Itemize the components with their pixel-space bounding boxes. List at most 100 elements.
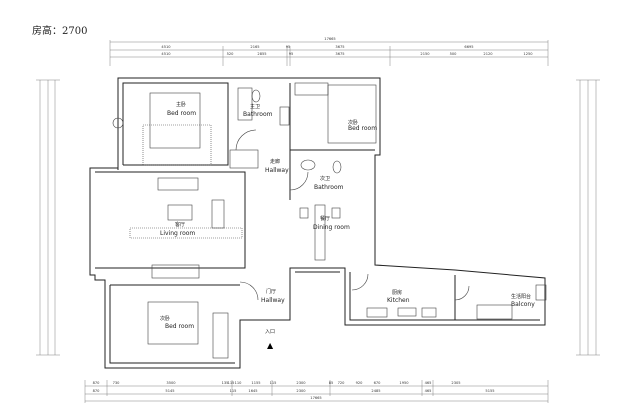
master-bathroom-label: Bathroom — [243, 111, 273, 118]
living-room-cn: 客厅 — [175, 221, 185, 228]
dim-label: 115 — [230, 389, 237, 393]
coffee-table — [167, 204, 193, 221]
kitchen-cn: 厨房 — [392, 289, 402, 296]
balcony-cn: 生活阳台 — [511, 293, 531, 300]
dining-table — [314, 204, 326, 261]
door-swing — [351, 273, 369, 291]
stove — [366, 307, 388, 318]
living-room-label: Living room — [160, 230, 195, 237]
dim-label: 2485 — [371, 389, 380, 393]
dim-top-total: 17665 — [324, 37, 335, 41]
room-height-label: 房高：2700 — [32, 26, 88, 37]
door-swing — [239, 281, 259, 301]
dim-label: 870 — [93, 381, 101, 385]
dim-label: 870 — [93, 389, 101, 393]
toilet — [251, 89, 261, 103]
rug — [142, 124, 212, 166]
rug — [129, 227, 243, 239]
dim-label: 520 — [227, 52, 235, 56]
dim-label: 95 — [286, 45, 291, 49]
dim-label: 1950 — [399, 381, 409, 385]
entrance-arrow-icon: ▲ — [267, 341, 274, 350]
dim-label: 2855 — [257, 52, 266, 56]
dim-label: 2305 — [451, 381, 460, 385]
dim-label: 3500 — [166, 381, 176, 385]
dim-label: 1155 — [251, 381, 260, 385]
dim-label: 2300 — [296, 381, 306, 385]
dim-label: 85 — [329, 381, 334, 385]
chair — [331, 207, 341, 219]
master-bedroom-label: Bed room — [167, 110, 196, 117]
room-labels: 主卧 Bed room 主卫 Bathroom 次卧 Bed room 走廊 H… — [160, 101, 535, 350]
second-bathroom-label: Bathroom — [314, 184, 344, 191]
dim-label: 670 — [374, 381, 382, 385]
dim-label: 500 — [450, 52, 458, 56]
dim-label: 2120 — [483, 52, 493, 56]
dim-label: 465 — [425, 389, 432, 393]
counter — [397, 307, 417, 317]
dim-bottom-total: 17665 — [310, 396, 321, 400]
door-swing — [454, 285, 470, 301]
bed — [147, 301, 199, 345]
entry-hall-cn: 门厅 — [266, 288, 276, 295]
dim-label: 1250 — [523, 52, 533, 56]
sink — [279, 106, 290, 126]
basin — [300, 159, 316, 171]
hallway-label: Hallway — [265, 167, 289, 174]
dim-label: 95 — [289, 52, 294, 56]
master-bed — [149, 92, 201, 149]
kitchen-sink — [421, 307, 437, 318]
dim-label: 465 — [425, 381, 432, 385]
cabinet — [294, 82, 329, 96]
door-swing — [235, 129, 257, 151]
dim-label: 5155 — [485, 389, 494, 393]
second-bedroom-label: Bed room — [348, 125, 377, 132]
walls — [89, 77, 546, 369]
dim-label: 5145 — [165, 389, 174, 393]
hallway-cn: 走廊 — [270, 158, 280, 165]
dining-room-cn: 餐厅 — [320, 215, 330, 222]
side-dimensions — [36, 79, 600, 356]
dim-label: 730 — [113, 381, 121, 385]
dim-label: 115 — [270, 381, 277, 385]
tv-cabinet — [211, 199, 225, 229]
dim-label: 2300 — [296, 389, 306, 393]
chair — [299, 207, 309, 219]
dim-label: 4510 — [161, 52, 171, 56]
tv-stand — [151, 264, 200, 279]
furniture — [112, 82, 547, 359]
second-bathroom-cn: 次卫 — [320, 175, 330, 182]
wardrobe — [212, 312, 229, 359]
dim-label: 720 — [338, 381, 346, 385]
second-bedroom-cn: 次卧 — [348, 119, 358, 126]
sofa — [157, 177, 199, 191]
dim-label: 1645 — [248, 389, 257, 393]
dim-label: 6695 — [464, 45, 473, 49]
top-dimensions: 17665 4510 2165 95 3675 6695 4510 520 28… — [109, 37, 549, 66]
dim-label: 2165 — [250, 45, 259, 49]
deck-floor — [327, 84, 377, 144]
dim-label: 135 — [222, 381, 229, 385]
kitchen-label: Kitchen — [387, 297, 410, 304]
chair — [112, 117, 124, 129]
dining-room-label: Dining room — [313, 224, 350, 231]
bottom-dimensions: 870 730 3500 135 115 110 1155 115 2300 8… — [84, 380, 549, 403]
entry-hall-label: Hallway — [261, 297, 285, 304]
third-bedroom-label: Bed room — [165, 323, 194, 330]
balcony-label: Balcony — [511, 301, 535, 308]
dim-label: 110 — [235, 381, 243, 385]
wardrobe — [237, 87, 253, 121]
dim-label: 4510 — [161, 45, 171, 49]
toilet — [332, 160, 342, 174]
dim-label: 3675 — [335, 52, 344, 56]
cabinet — [229, 149, 259, 169]
third-bedroom-cn: 次卧 — [160, 315, 170, 322]
master-bathroom-cn: 主卫 — [250, 103, 260, 110]
dim-label: 2150 — [420, 52, 430, 56]
dim-label: 115 — [228, 381, 235, 385]
master-bedroom-cn: 主卧 — [176, 101, 186, 108]
dim-label: 920 — [356, 381, 364, 385]
dim-label: 3675 — [335, 45, 344, 49]
cabinet — [476, 304, 513, 320]
